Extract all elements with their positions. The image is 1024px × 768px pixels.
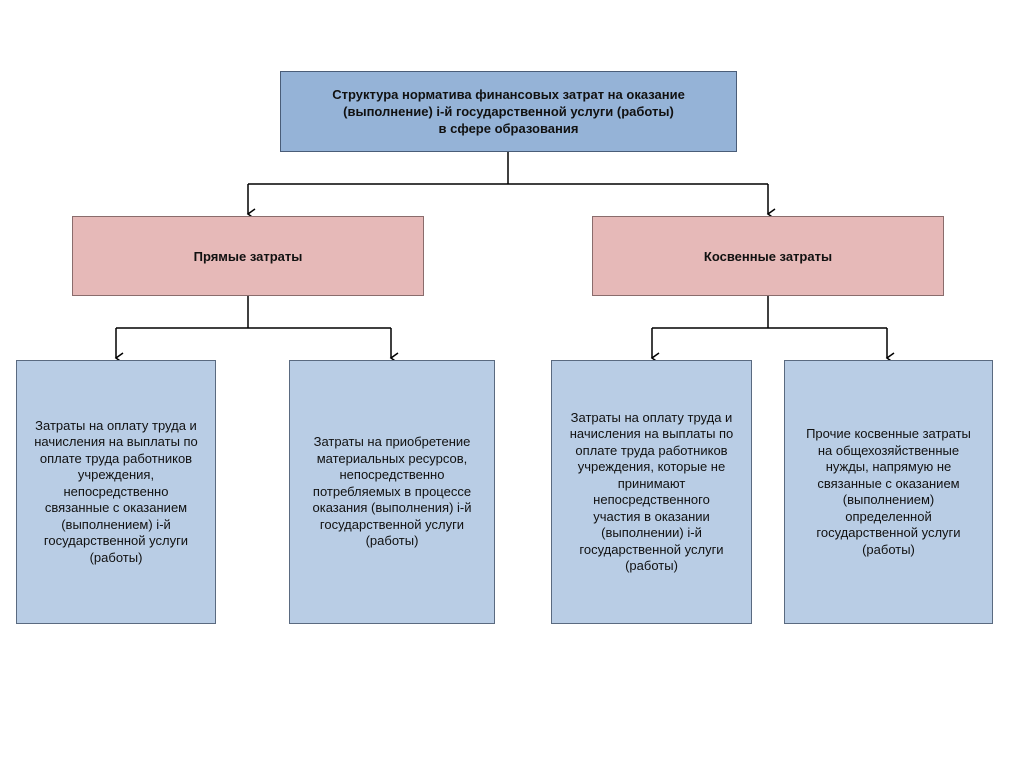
- direct-costs-node: Прямые затраты: [72, 216, 424, 296]
- other-indirect-costs-text: Прочие косвенные затраты на общехозяйств…: [806, 426, 971, 557]
- indirect-labor-costs-text: Затраты на оплату труда и начисления на …: [569, 409, 734, 574]
- direct-material-costs-node: Затраты на приобретение материальных рес…: [289, 360, 495, 624]
- root-node: Структура норматива финансовых затрат на…: [280, 71, 737, 152]
- direct-labor-costs-text: Затраты на оплату труда и начисления на …: [34, 417, 198, 565]
- direct-material-costs-text: Затраты на приобретение материальных рес…: [312, 434, 472, 549]
- direct-labor-costs-node: Затраты на оплату труда и начисления на …: [16, 360, 216, 624]
- indirect-costs-label: Косвенные затраты: [703, 248, 833, 264]
- direct-costs-label: Прямые затраты: [193, 248, 303, 264]
- other-indirect-costs-node: Прочие косвенные затраты на общехозяйств…: [784, 360, 993, 624]
- indirect-costs-node: Косвенные затраты: [592, 216, 944, 296]
- indirect-labor-costs-node: Затраты на оплату труда и начисления на …: [551, 360, 752, 624]
- root-node-text: Структура норматива финансовых затрат на…: [332, 87, 685, 136]
